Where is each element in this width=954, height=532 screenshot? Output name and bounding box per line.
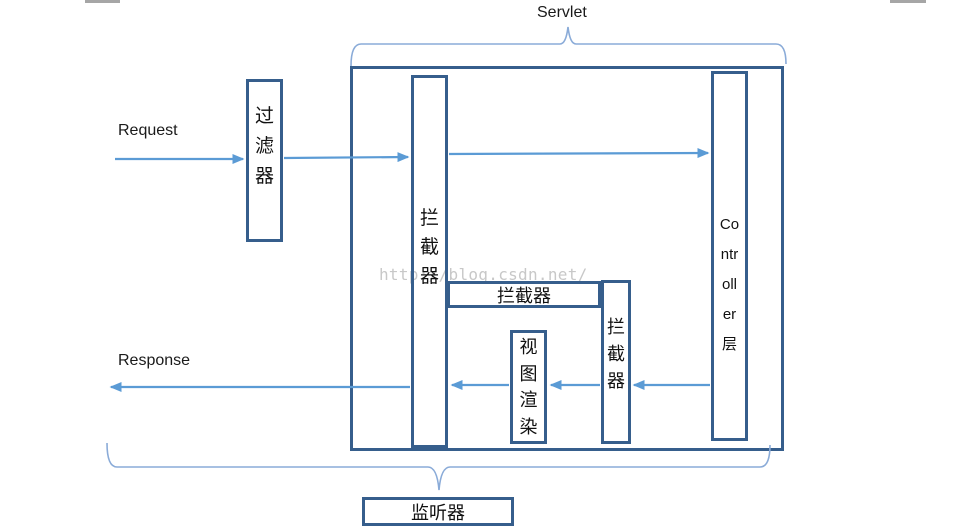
controller-line-2: ntr xyxy=(720,246,739,263)
controller-layer-label: Co ntr oll er 层 xyxy=(714,74,745,360)
filter-box: 过滤器 xyxy=(246,79,283,242)
servlet-label: Servlet xyxy=(537,4,587,21)
listener-label: 监听器 xyxy=(411,502,465,523)
controller-layer-box: Co ntr oll er 层 xyxy=(711,71,748,441)
interceptor-left-label: 拦截器 xyxy=(419,208,439,287)
response-label: Response xyxy=(118,352,191,369)
listener-box: 监听器 xyxy=(362,497,514,526)
controller-line-3: oll xyxy=(721,276,737,293)
controller-line-4: er xyxy=(722,306,737,323)
top-edge-artifact-left xyxy=(85,0,120,3)
top-edge-artifact-right xyxy=(890,0,926,3)
servlet-brace xyxy=(350,26,787,67)
csdn-watermark: http://blog.csdn.net/ xyxy=(379,265,588,284)
controller-line-1: Co xyxy=(719,216,740,233)
interceptor-right-box: 拦截器 xyxy=(601,280,631,444)
request-label: Request xyxy=(118,122,178,139)
interceptor-right-label: 拦截器 xyxy=(607,317,625,391)
filter-box-label: 过滤器 xyxy=(254,106,274,187)
controller-line-5: 层 xyxy=(721,336,737,353)
view-render-box: 视图渲染 xyxy=(510,330,547,444)
interceptor-left-box: 拦截器 xyxy=(411,75,448,448)
interceptor-mid-label: 拦截器 xyxy=(497,285,551,306)
view-render-label: 视图渲染 xyxy=(519,337,538,437)
interceptor-mid-box: 拦截器 xyxy=(447,281,601,308)
